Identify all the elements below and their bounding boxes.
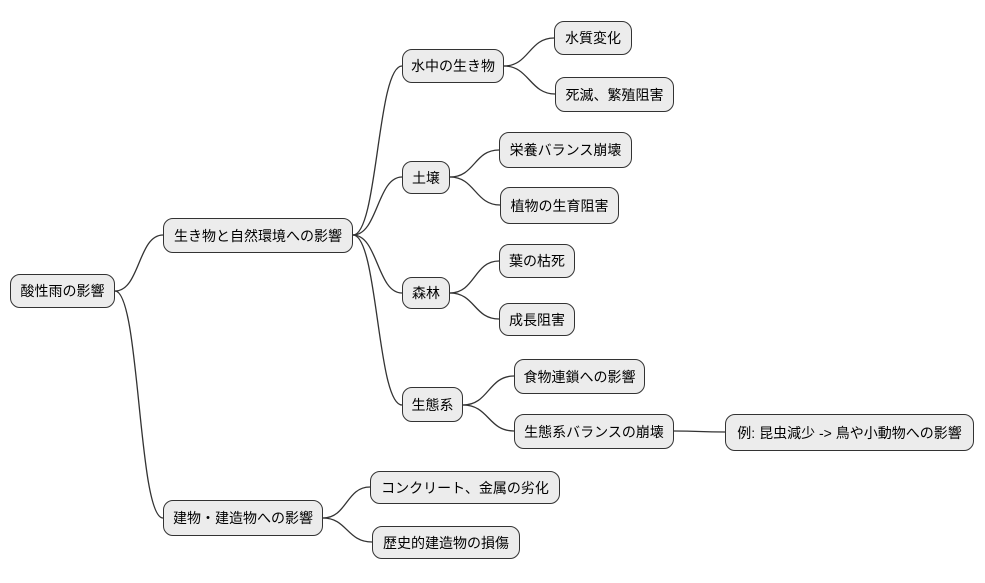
edge-buildings-concrete [322, 486, 371, 519]
node-root: 酸性雨の影響 [10, 274, 115, 308]
node-plant-growth: 植物の生育阻害 [500, 187, 619, 224]
node-forest: 森林 [402, 277, 450, 309]
node-nature: 生き物と自然環境への影響 [163, 218, 353, 253]
node-concrete-metal: コンクリート、金属の劣化 [370, 471, 560, 504]
node-historic-damage: 歴史的建造物の損傷 [372, 526, 520, 559]
node-soil: 土壌 [402, 161, 450, 194]
node-ecosystem: 生態系 [402, 387, 463, 422]
node-aquatic-life: 水中の生き物 [402, 49, 504, 83]
node-food-chain: 食物連鎖への影響 [514, 359, 645, 394]
edge-nature-forest [352, 234, 403, 294]
edge-soil-nutrient [449, 149, 500, 178]
edge-aquatic-water-quality [503, 37, 555, 67]
edge-ecosystem-food-chain [462, 375, 515, 406]
edge-buildings-historic [322, 517, 373, 543]
edge-balance-example [673, 430, 726, 433]
edge-nature-aquatic [352, 65, 403, 236]
node-leaf-death: 葉の枯死 [499, 244, 575, 278]
edge-aquatic-die-off [503, 65, 556, 95]
node-die-off: 死滅、繁殖阻害 [555, 77, 674, 112]
edge-nature-ecosystem [352, 234, 403, 406]
edge-soil-plant-growth [449, 176, 501, 206]
edge-root-buildings [114, 290, 164, 519]
edge-forest-leaf-death [449, 260, 500, 294]
node-growth-inhibition: 成長阻害 [499, 303, 575, 336]
edge-nature-soil [352, 176, 403, 236]
node-nutrient-balance: 栄養バランス崩壊 [499, 132, 632, 168]
edge-root-nature [114, 234, 164, 292]
node-water-quality: 水質変化 [554, 21, 632, 55]
edge-ecosystem-balance [462, 404, 515, 432]
edge-forest-growth [449, 292, 500, 320]
node-balance-collapse: 生態系バランスの崩壊 [514, 414, 674, 449]
node-example: 例: 昆虫減少 -> 鳥や小動物への影響 [725, 414, 974, 451]
node-buildings: 建物・建造物への影響 [163, 500, 323, 536]
